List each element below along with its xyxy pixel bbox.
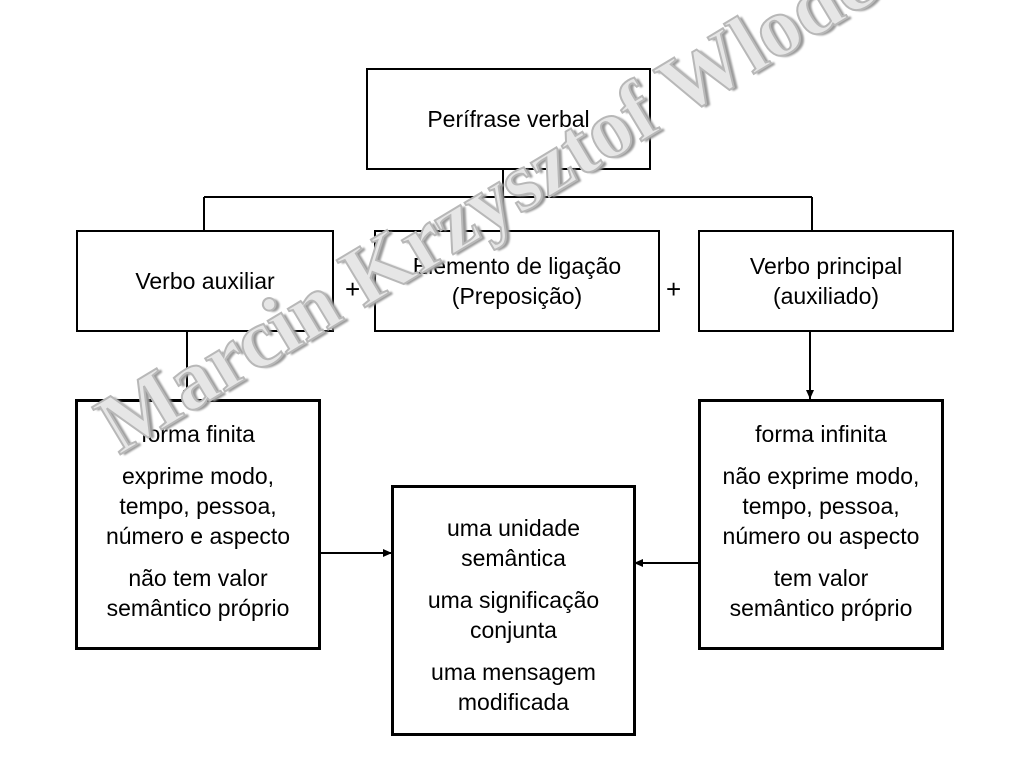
finite-form-line: não tem valor bbox=[128, 565, 268, 591]
infinite-form-line: número ou aspecto bbox=[722, 523, 920, 549]
joint-meaning-line: conjunta bbox=[470, 617, 557, 643]
infinite-form-line: tempo, pessoa, bbox=[742, 493, 900, 519]
infinite-form-title: forma infinita bbox=[755, 419, 887, 449]
infinite-form-expression: não exprime modo, tempo, pessoa, número … bbox=[723, 461, 920, 551]
finite-form-line: forma finita bbox=[141, 421, 255, 447]
infinite-form-box: forma infinita não exprime modo, tempo, … bbox=[698, 399, 944, 650]
semantic-unit-line: semântica bbox=[461, 545, 566, 571]
infinite-form-line: não exprime modo, bbox=[722, 463, 920, 489]
finite-form-line: exprime modo, bbox=[121, 463, 275, 489]
modified-message-line: modificada bbox=[457, 689, 570, 715]
auxiliary-verb-label: Verbo auxiliar bbox=[135, 268, 275, 294]
finite-form-line: tempo, pessoa, bbox=[119, 493, 277, 519]
joint-meaning-line: uma significação bbox=[427, 587, 600, 613]
main-verb-sublabel: (auxiliado) bbox=[772, 283, 880, 309]
plus-sign-left: + bbox=[345, 274, 361, 304]
infinite-form-line: semântico próprio bbox=[729, 595, 913, 621]
root-box: Perífrase verbal bbox=[366, 68, 651, 170]
finite-form-line: número e aspecto bbox=[105, 523, 291, 549]
linking-element-label: Elemento de ligação bbox=[412, 253, 622, 279]
main-verb-box: Verbo principal (auxiliado) bbox=[698, 230, 954, 332]
linking-element-sublabel: (Preposição) bbox=[451, 283, 583, 309]
infinite-form-line: forma infinita bbox=[755, 421, 887, 447]
semantic-unit-box: uma unidade semântica uma significação c… bbox=[391, 485, 636, 736]
root-label: Perífrase verbal bbox=[427, 106, 590, 132]
modified-message-paragraph: uma mensagem modificada bbox=[431, 657, 596, 717]
finite-form-semantic-value: não tem valor semântico próprio bbox=[107, 563, 290, 623]
finite-form-expression: exprime modo, tempo, pessoa, número e as… bbox=[106, 461, 290, 551]
linking-element-box: Elemento de ligação (Preposição) bbox=[374, 230, 660, 332]
finite-form-line: semântico próprio bbox=[106, 595, 290, 621]
infinite-form-semantic-value: tem valor semântico próprio bbox=[730, 563, 913, 623]
modified-message-line: uma mensagem bbox=[431, 659, 596, 685]
finite-form-title: forma finita bbox=[141, 419, 255, 449]
main-verb-label: Verbo principal bbox=[749, 253, 903, 279]
auxiliary-verb-box: Verbo auxiliar bbox=[76, 230, 334, 332]
plus-sign-right: + bbox=[666, 274, 682, 304]
joint-meaning-paragraph: uma significação conjunta bbox=[428, 585, 599, 645]
infinite-form-line: tem valor bbox=[773, 565, 869, 591]
semantic-unit-line: uma unidade bbox=[447, 515, 580, 541]
finite-form-box: forma finita exprime modo, tempo, pessoa… bbox=[75, 399, 321, 650]
semantic-unit-paragraph: uma unidade semântica bbox=[447, 513, 580, 573]
